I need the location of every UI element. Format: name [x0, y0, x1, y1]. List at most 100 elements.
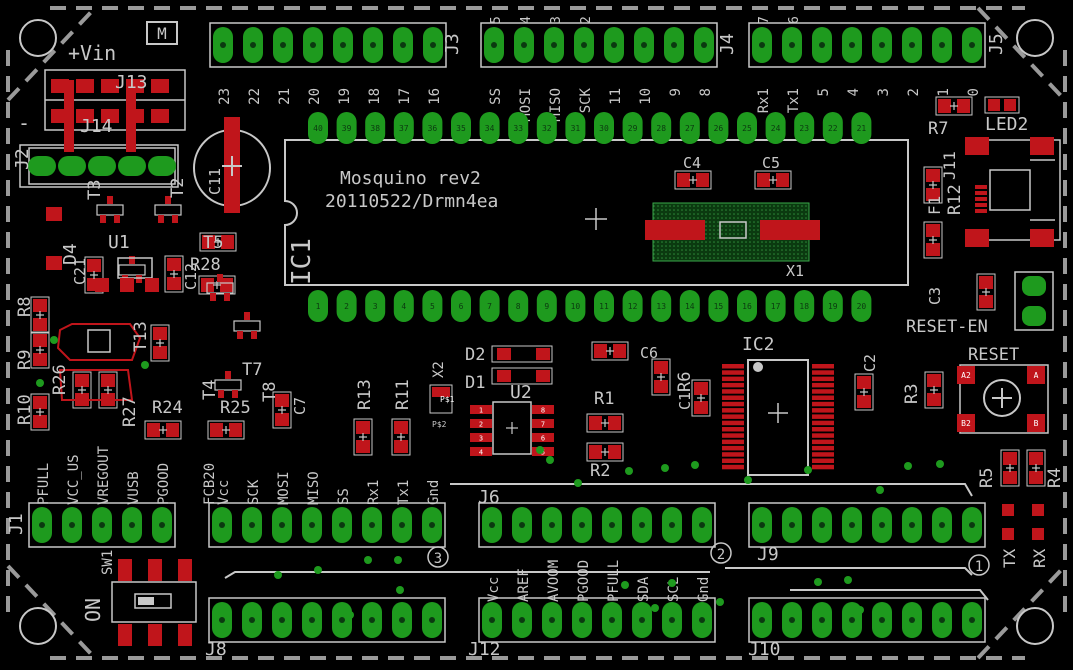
via: [936, 460, 944, 468]
via: [346, 611, 354, 619]
r4-pad: [1029, 471, 1043, 484]
j9-drill: [969, 522, 975, 528]
vin-label: +Vin: [68, 41, 116, 65]
j5-outline: [748, 22, 986, 68]
j14-label: J14: [80, 116, 113, 137]
diode-pad: [536, 348, 550, 360]
ic1-pin-num: 29: [628, 124, 638, 133]
r5-label: R5: [977, 468, 997, 488]
j6-left-drill: [219, 522, 225, 528]
ic1-pin-num: 17: [771, 302, 781, 311]
usb-pad-4: [1030, 229, 1054, 247]
ic2-pin: [812, 408, 834, 413]
u2-pin: [532, 405, 554, 414]
tx-led-pad: [1002, 504, 1014, 516]
j2-pad: [118, 156, 146, 176]
ic1-pin-bottom: [594, 290, 614, 322]
r24-pad: [166, 423, 179, 437]
d2-label: D2: [465, 345, 485, 365]
j12-pin-label: SDA: [636, 576, 652, 602]
ic1-pin-num: 24: [771, 124, 781, 133]
r5-outline: [1000, 449, 1020, 487]
transistor-outline: [233, 320, 261, 332]
c3-outline: [976, 273, 996, 311]
ic1-label: IC1: [287, 238, 317, 285]
j12-drill: [519, 617, 525, 623]
via: [574, 479, 582, 487]
ic2-pin: [812, 370, 834, 375]
r8-label: R8: [15, 297, 35, 317]
j1-drill: [39, 522, 45, 528]
ic2-pin: [812, 401, 834, 407]
j10-outline: [748, 597, 986, 643]
c2-pad: [857, 395, 871, 408]
j6-pin-label: SCK: [246, 479, 262, 505]
ic1-pin-num: 8: [516, 302, 521, 311]
ic1-pin-top: [765, 112, 786, 144]
ic1-pin-top: [508, 112, 529, 144]
j5-drill: [849, 42, 855, 48]
j9-drill: [789, 522, 795, 528]
j3-label: J3: [442, 33, 463, 55]
led2-outline: [984, 96, 1020, 114]
r2-outline: [586, 442, 624, 462]
c1-pad: [694, 382, 708, 395]
j6-right-drill: [549, 522, 555, 528]
ic2-pin: [812, 395, 834, 400]
r13-label: R13: [355, 379, 375, 410]
ic1-pin-bottom: [565, 290, 586, 322]
r2-label: R2: [590, 461, 610, 481]
transistor-pad: [107, 196, 113, 204]
j10-drill: [819, 617, 825, 623]
transistor-pad: [217, 274, 223, 282]
u2-pin: [470, 419, 492, 428]
via: [651, 604, 659, 612]
ic2-pin: [722, 452, 744, 457]
ic1-pin-top: [393, 112, 414, 144]
j5-number: 7: [757, 16, 772, 24]
ic1-pin-num: 20: [857, 302, 867, 311]
x2-pad: [432, 387, 450, 397]
j5-drill: [969, 42, 975, 48]
transistor-pad: [158, 215, 164, 223]
r12-top-pad: [926, 188, 940, 201]
r9-outline: [30, 331, 50, 369]
transistor-pad: [114, 215, 120, 223]
jumper-pad: [151, 79, 169, 93]
c1-outline: [691, 379, 711, 417]
transistor-outline: [118, 264, 146, 276]
ic2-pin: [812, 376, 834, 382]
j12-drill: [639, 617, 645, 623]
switch-sw1: [111, 581, 197, 623]
rst-pad-b2: B2: [961, 419, 971, 428]
c4-pad: [677, 173, 690, 187]
transistor-pad: [251, 331, 257, 339]
r26-pad: [75, 374, 89, 387]
ic1-pin-num: 2: [344, 302, 349, 311]
circle-1-label: 1: [975, 559, 983, 575]
ic1-pin-num: 35: [456, 124, 466, 133]
ic1-pin-num: 15: [714, 302, 724, 311]
r10-pad: [33, 396, 47, 409]
ic1-pin-bottom: [479, 290, 500, 322]
j4-label: J4: [717, 33, 738, 55]
ic1-pin-num: 31: [571, 124, 581, 133]
via: [876, 486, 884, 494]
r8-pad: [33, 318, 47, 331]
via: [625, 467, 633, 475]
ic2-pin: [812, 445, 834, 451]
j6-right-drill: [609, 522, 615, 528]
transistor-pad: [100, 215, 106, 223]
rst-pad-b: B: [1034, 419, 1039, 428]
j4-pin-label: 9: [668, 88, 684, 96]
ic1-pin-top: [594, 112, 614, 144]
j10-drill: [879, 617, 885, 623]
r12-top-pad: [926, 169, 940, 182]
r4-outline: [1026, 449, 1046, 487]
usb-pad-1: [965, 137, 989, 155]
ic1-pin-bottom: [851, 290, 872, 322]
ic1-pin-bottom: [365, 290, 386, 322]
ic1-outline: [284, 139, 909, 286]
